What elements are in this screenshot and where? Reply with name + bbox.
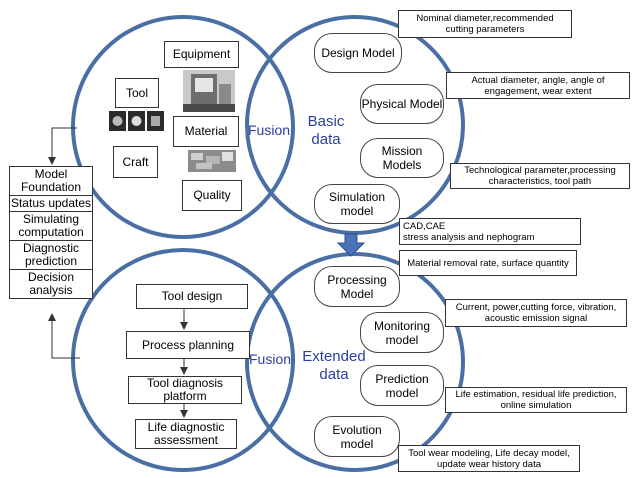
physical-circle [71, 15, 295, 239]
prediction-note: Life estimation, residual life predictio… [445, 387, 627, 413]
simulation-model: Simulation model [314, 184, 400, 224]
left-item-simulating-computation: Simulating computation [10, 212, 92, 241]
prediction-model: Prediction model [360, 365, 444, 406]
feedback-top-arrow [48, 127, 77, 165]
material-box: Material [173, 116, 239, 147]
flow-step-tool-design: Tool design [136, 284, 248, 309]
design-model: Design Model [314, 33, 402, 73]
tool-images [109, 111, 164, 131]
equipment-box: Equipment [164, 41, 239, 68]
tool-box: Tool [115, 78, 159, 108]
material-image [188, 150, 236, 172]
basic-data-label: Basic data [307, 113, 345, 148]
flow-step-life-diagnostic-assessment: Life diagnostic assessment [135, 419, 237, 449]
mission-models: Mission Models [360, 138, 444, 178]
design-note: Nominal diameter,recommended cutting par… [398, 10, 572, 38]
physical-model: Physical Model [360, 84, 444, 124]
left-item-status-updates: Status updates [10, 196, 92, 212]
monitoring-model: Monitoring model [360, 312, 444, 353]
evolution-model: Evolution model [314, 416, 400, 457]
flow-step-tool-diagnosis-platform: Tool diagnosis platform [128, 376, 242, 404]
fusion-label-top: Fusion [248, 122, 291, 138]
left-item-diagnostic-prediction: Diagnostic prediction [10, 241, 92, 270]
flow-circle [71, 248, 295, 472]
quality-box: Quality [182, 180, 242, 211]
processing-note: Material removal rate, surface quantity [399, 250, 577, 276]
physical-note: Actual diameter, angle, angle of engagem… [446, 72, 630, 99]
basic-data-circle [245, 15, 465, 235]
left-panel: Model Foundation Status updates Simulati… [9, 166, 93, 299]
extended-data-label: Extended data [302, 348, 366, 383]
flow-step-process-planning: Process planning [126, 331, 250, 359]
fusion-label-bottom: Fusion [249, 351, 292, 367]
craft-box: Craft [113, 146, 158, 178]
processing-model: Processing Model [314, 266, 400, 307]
equipment-image [183, 70, 235, 112]
extended-data-circle [245, 252, 465, 472]
simulation-note: CAD,CAE stress analysis and nephogram [399, 218, 581, 245]
left-item-model-foundation: Model Foundation [10, 167, 92, 196]
left-item-decision-analysis: Decision analysis [27, 270, 75, 297]
down-arrow-icon [336, 233, 366, 257]
mission-note: Technological parameter,processing chara… [450, 163, 630, 189]
feedback-bottom-arrow [48, 313, 80, 359]
monitoring-note: Current, power,cutting force, vibration,… [445, 299, 627, 327]
evolution-note: Tool wear modeling, Life decay model, up… [398, 445, 580, 472]
